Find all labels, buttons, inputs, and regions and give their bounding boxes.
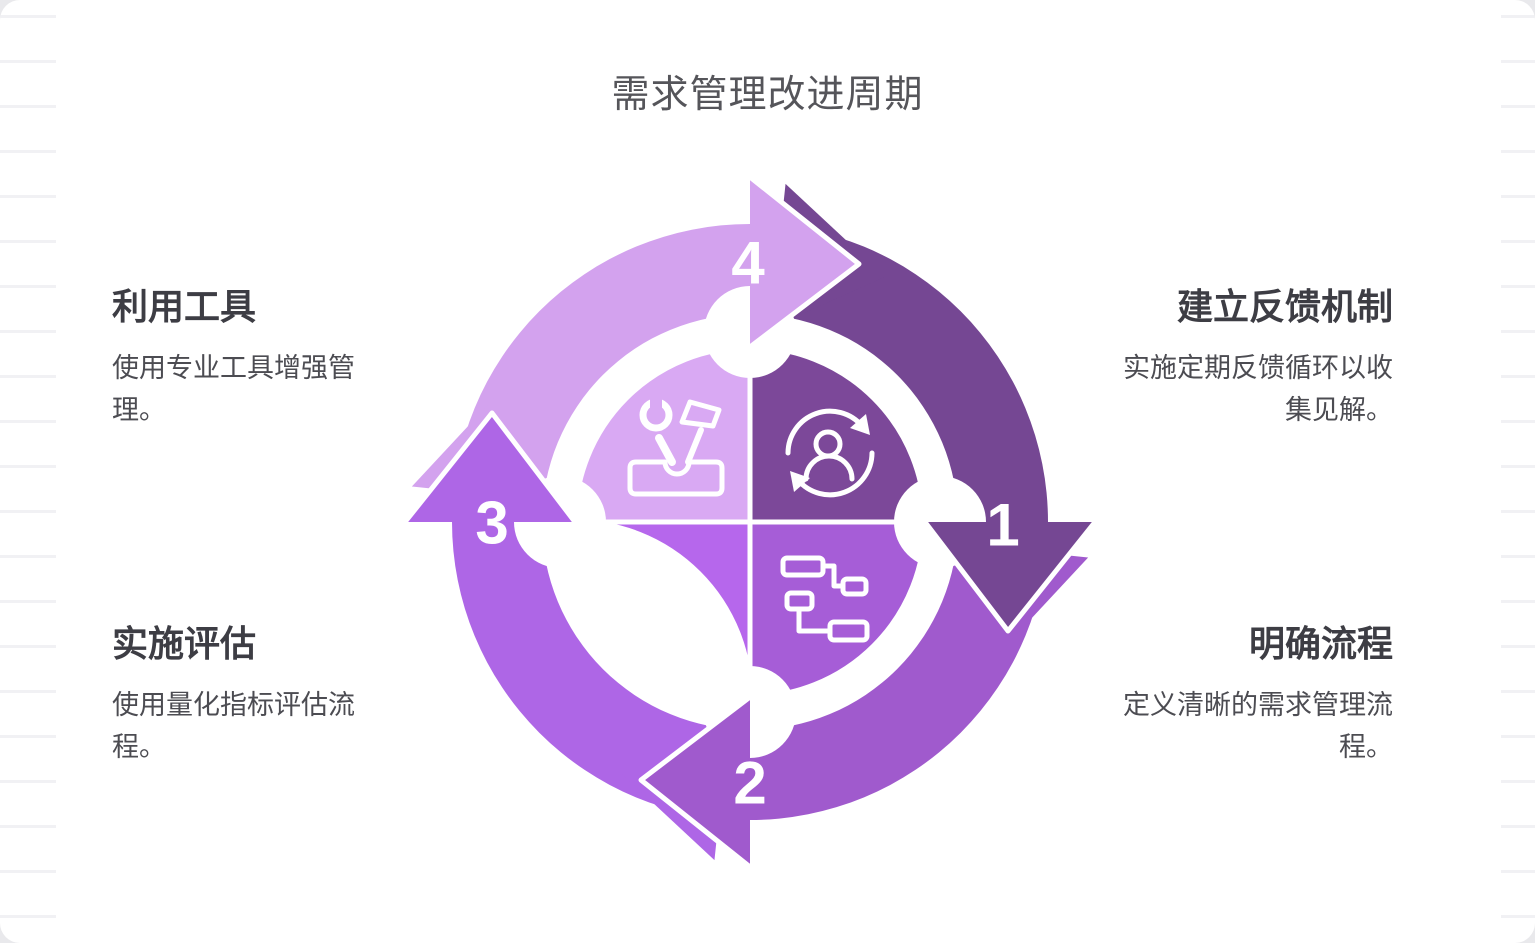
arrowhead-3 <box>402 410 578 525</box>
callout-step-3-description: 使用量化指标评估流程。 <box>112 689 355 763</box>
callout-step-2-heading: 明确流程 <box>1248 623 1393 664</box>
callout-step-1-heading: 建立反馈机制 <box>1176 286 1393 327</box>
callout-step-1: 建立反馈机制 实施定期反馈循环以收集见解。 <box>1121 287 1393 432</box>
step-numbers: 1 2 3 4 <box>475 230 1019 817</box>
arrowhead-4 <box>747 174 862 350</box>
callout-step-4: 利用工具 使用专业工具增强管理。 <box>112 287 384 432</box>
toolbox-icon <box>627 393 725 497</box>
step-number-3: 3 <box>475 490 508 557</box>
arrowhead-2 <box>638 694 753 870</box>
callout-step-2-description: 定义清晰的需求管理流程。 <box>1123 689 1393 763</box>
callout-step-1-description: 实施定期反馈循环以收集见解。 <box>1123 352 1393 426</box>
inner-disc <box>572 344 928 700</box>
user-refresh-icon <box>785 408 875 498</box>
ruled-background-right <box>1501 0 1535 943</box>
page-title: 需求管理改进周期 <box>611 74 924 116</box>
step-number-1: 1 <box>986 492 1019 559</box>
cycle-arrowheads <box>402 174 1098 870</box>
step-number-4: 4 <box>731 230 765 297</box>
step-number-2: 2 <box>733 750 766 817</box>
callout-step-3: 实施评估 使用量化指标评估流程。 <box>112 624 384 769</box>
callout-step-2: 明确流程 定义清晰的需求管理流程。 <box>1121 624 1393 769</box>
arrowhead-1 <box>922 519 1098 634</box>
callout-step-4-description: 使用专业工具增强管理。 <box>112 352 355 426</box>
flowchart-icon <box>780 555 870 643</box>
quadrant-bottom-left <box>572 519 753 700</box>
callout-step-3-heading: 实施评估 <box>112 623 257 664</box>
callout-step-4-heading: 利用工具 <box>112 286 257 327</box>
cycle-diagram: 1 2 3 4 <box>402 174 1098 870</box>
ruled-background-left <box>0 0 56 943</box>
bar-chart-icon <box>636 560 720 635</box>
